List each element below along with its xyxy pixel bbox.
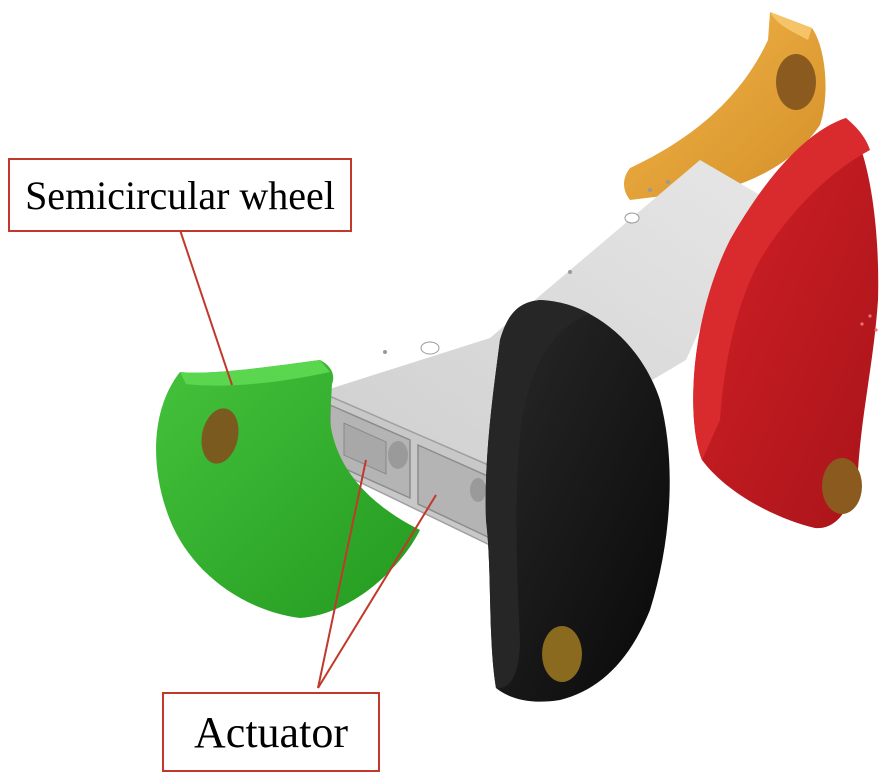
wheel-black — [485, 300, 670, 702]
leader-lines — [179, 229, 437, 689]
leader-line-actuator-right — [317, 494, 437, 689]
wheel-orange — [624, 12, 826, 200]
label-actuator: Actuator — [162, 692, 380, 772]
wheel-green — [156, 360, 421, 618]
leader-line-wheel — [179, 229, 233, 386]
leader-line-actuator-left — [317, 459, 367, 689]
wheel-red — [693, 118, 879, 529]
label-semicircular-wheel: Semicircular wheel — [8, 158, 352, 232]
